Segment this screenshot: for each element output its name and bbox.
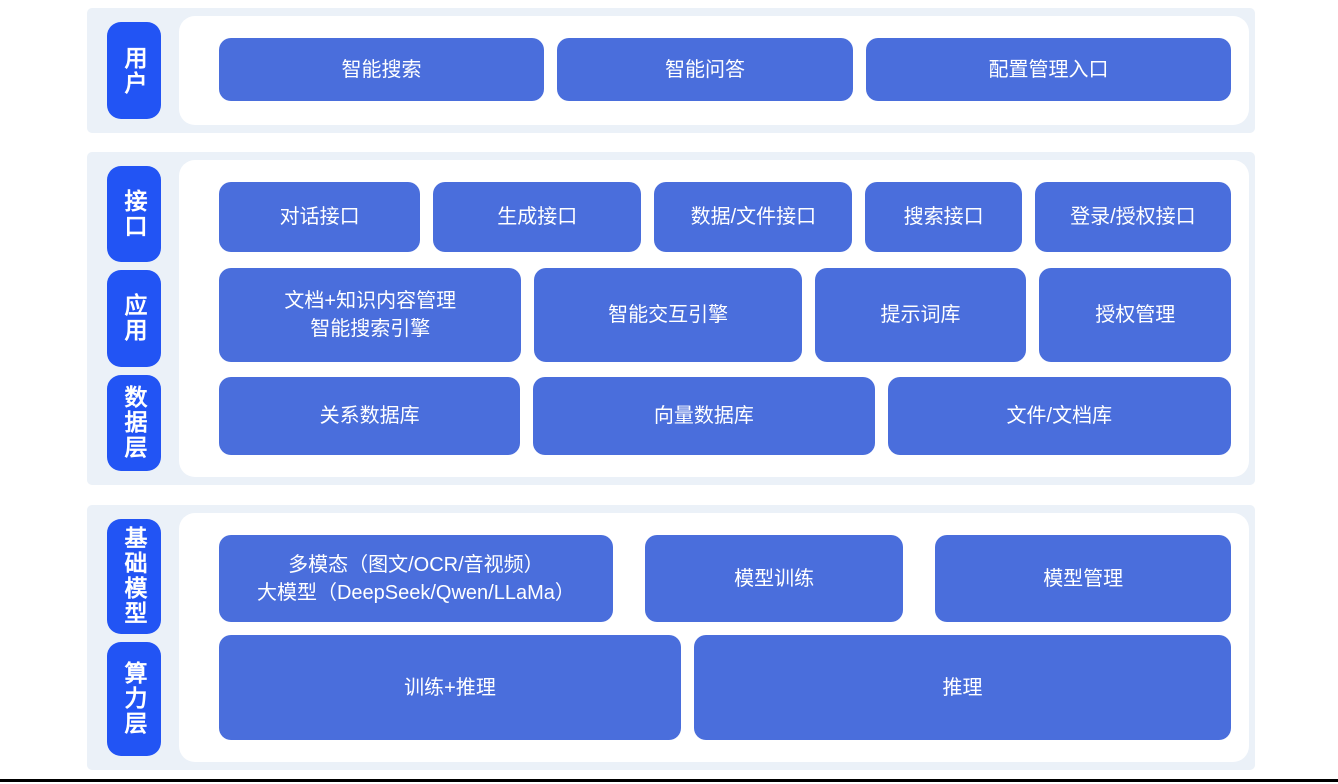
box-login-auth-api: 登录/授权接口: [1034, 182, 1231, 252]
foundation-compute-label-column: 基础模型 算力层: [107, 513, 161, 762]
box-smart-search: 智能搜索: [219, 38, 544, 101]
user-layer-row: 智能搜索 智能问答 配置管理入口: [219, 38, 1231, 101]
foundation-compute-panel: 多模态（图文/OCR/音视频） 大模型（DeepSeek/Qwen/LLaMa）…: [179, 513, 1249, 762]
bottom-border-line: [0, 779, 1338, 782]
application-layer-row: 文档+知识内容管理 智能搜索引擎 智能交互引擎 提示词库 授权管理: [219, 267, 1231, 362]
middle-layers-label-column: 接口 应用 数据层: [107, 160, 161, 477]
box-dialog-api: 对话接口: [219, 182, 421, 252]
box-smart-qa: 智能问答: [557, 38, 853, 101]
middle-layers-panel: 对话接口 生成接口 数据/文件接口 搜索接口 登录/授权接口 文档+知识内容管理…: [179, 160, 1249, 477]
layer-label-interface: 接口: [107, 166, 161, 263]
box-model-training: 模型训练: [644, 535, 904, 622]
box-prompt-library: 提示词库: [814, 267, 1027, 362]
foundation-compute-band: 基础模型 算力层 多模态（图文/OCR/音视频） 大模型（DeepSeek/Qw…: [87, 505, 1255, 770]
box-interaction-engine: 智能交互引擎: [534, 267, 802, 362]
middle-layers-band: 接口 应用 数据层 对话接口 生成接口 数据/文件接口 搜索接口 登录/授权接口…: [87, 152, 1255, 485]
box-vector-db: 向量数据库: [533, 377, 875, 455]
box-inference: 推理: [694, 635, 1231, 740]
user-layer-label-column: 用户: [107, 16, 161, 125]
layer-label-compute: 算力层: [107, 641, 161, 756]
box-search-api: 搜索接口: [865, 182, 1022, 252]
data-layer-row: 关系数据库 向量数据库 文件/文档库: [219, 377, 1231, 455]
box-doc-knowledge-mgmt: 文档+知识内容管理 智能搜索引擎: [219, 267, 522, 362]
box-auth-mgmt: 授权管理: [1039, 267, 1231, 362]
box-multimodal-llm: 多模态（图文/OCR/音视频） 大模型（DeepSeek/Qwen/LLaMa）: [219, 535, 613, 622]
box-training-inference: 训练+推理: [219, 635, 681, 740]
layer-label-data: 数据层: [107, 374, 161, 471]
box-data-file-api: 数据/文件接口: [654, 182, 853, 252]
box-config-entry: 配置管理入口: [866, 38, 1231, 101]
layer-label-foundation-model: 基础模型: [107, 519, 161, 634]
user-layer-panel: 智能搜索 智能问答 配置管理入口: [179, 16, 1249, 125]
foundation-model-row: 多模态（图文/OCR/音视频） 大模型（DeepSeek/Qwen/LLaMa）…: [219, 535, 1231, 622]
box-relational-db: 关系数据库: [219, 377, 521, 455]
compute-layer-row: 训练+推理 推理: [219, 635, 1231, 740]
layer-label-application: 应用: [107, 270, 161, 367]
layer-label-user: 用户: [107, 22, 161, 119]
interface-layer-row: 对话接口 生成接口 数据/文件接口 搜索接口 登录/授权接口: [219, 182, 1231, 252]
box-file-doc-store: 文件/文档库: [887, 377, 1231, 455]
user-layer-band: 用户 智能搜索 智能问答 配置管理入口: [87, 8, 1255, 133]
box-generation-api: 生成接口: [433, 182, 642, 252]
box-model-mgmt: 模型管理: [935, 535, 1231, 622]
